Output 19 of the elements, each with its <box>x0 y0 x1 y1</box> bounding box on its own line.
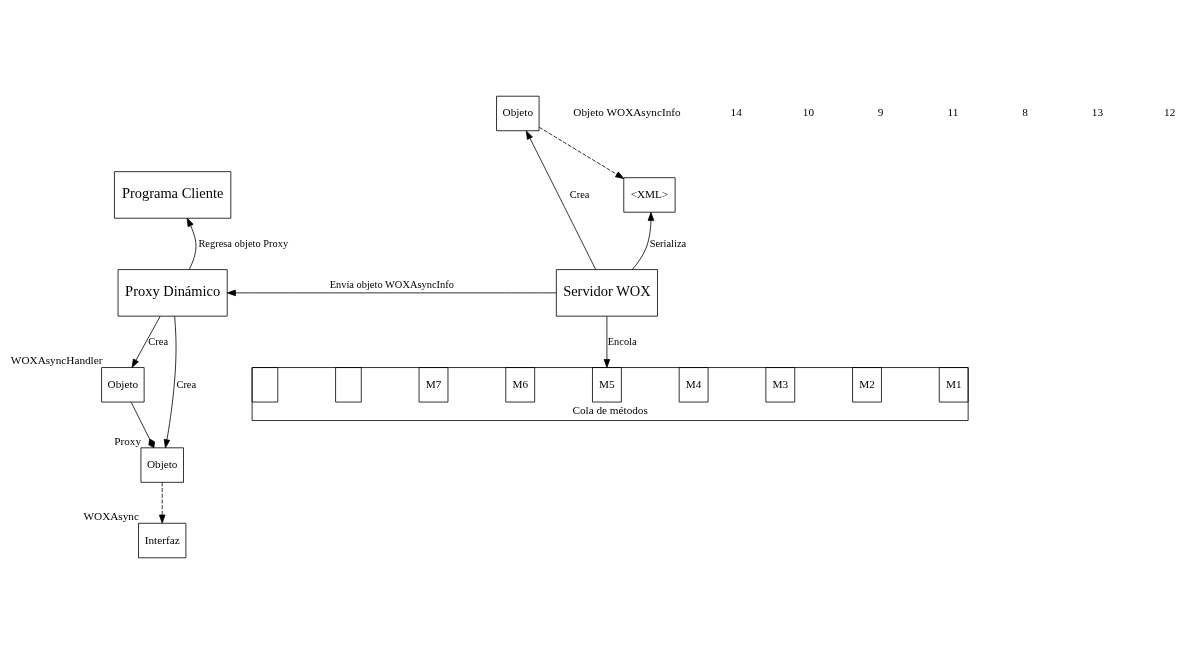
node-label: Cola de métodos <box>572 403 648 416</box>
edge-label: Regresa objeto Proxy <box>198 237 289 249</box>
edge-label: Envía objeto WOXAsyncInfo <box>329 278 454 290</box>
edge-label: Crea <box>176 378 197 390</box>
edge-label: Encola <box>607 335 637 347</box>
label: 8 <box>1022 105 1028 118</box>
node-label: WOXAsyncHandler <box>10 353 103 366</box>
label: 12 <box>1164 105 1176 118</box>
label: 9 <box>877 105 884 118</box>
label: 10 <box>802 105 815 118</box>
label: Objeto WOXAsyncInfo <box>573 105 681 118</box>
edge-label: Serializa <box>649 237 687 249</box>
node-label: Proxy <box>114 434 142 447</box>
label: 14 <box>730 105 742 118</box>
label: 13 <box>1091 105 1103 118</box>
edge-label: Crea <box>569 188 590 200</box>
label: 11 <box>947 105 959 118</box>
edge-label: Crea <box>148 335 169 347</box>
node-label: WOXAsync <box>83 509 139 522</box>
